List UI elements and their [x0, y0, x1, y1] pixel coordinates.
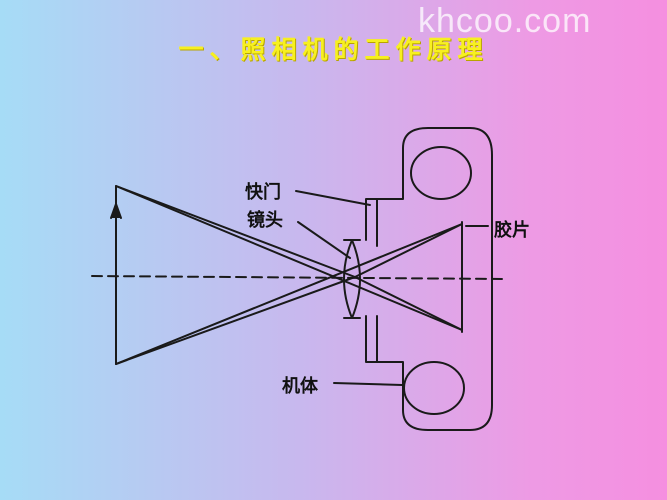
lens-label: 镜头 [247, 210, 283, 231]
shutter-front-lower [365, 315, 378, 363]
leader-shutter [295, 190, 371, 206]
image-ray-cone [354, 223, 463, 331]
page-title: 一、照相机的工作原理 [178, 35, 489, 64]
shutter-label: 快门 [245, 182, 281, 203]
watermark: khcoo.com [418, 2, 592, 40]
body-front-wall [376, 127, 493, 431]
object-ray-cone [115, 185, 356, 365]
film-label: 胶片 [494, 220, 530, 241]
upper-film-spool [410, 146, 472, 200]
body-label: 机体 [282, 376, 318, 397]
object-arrow-head [110, 203, 122, 219]
leader-lens [297, 221, 351, 259]
leader-body [333, 382, 403, 386]
ray-line-upper [115, 185, 463, 331]
lower-film-spool [403, 361, 465, 415]
ray-line-lower [115, 223, 463, 365]
shutter-front-upper [365, 198, 378, 247]
optical-axis [91, 275, 506, 280]
